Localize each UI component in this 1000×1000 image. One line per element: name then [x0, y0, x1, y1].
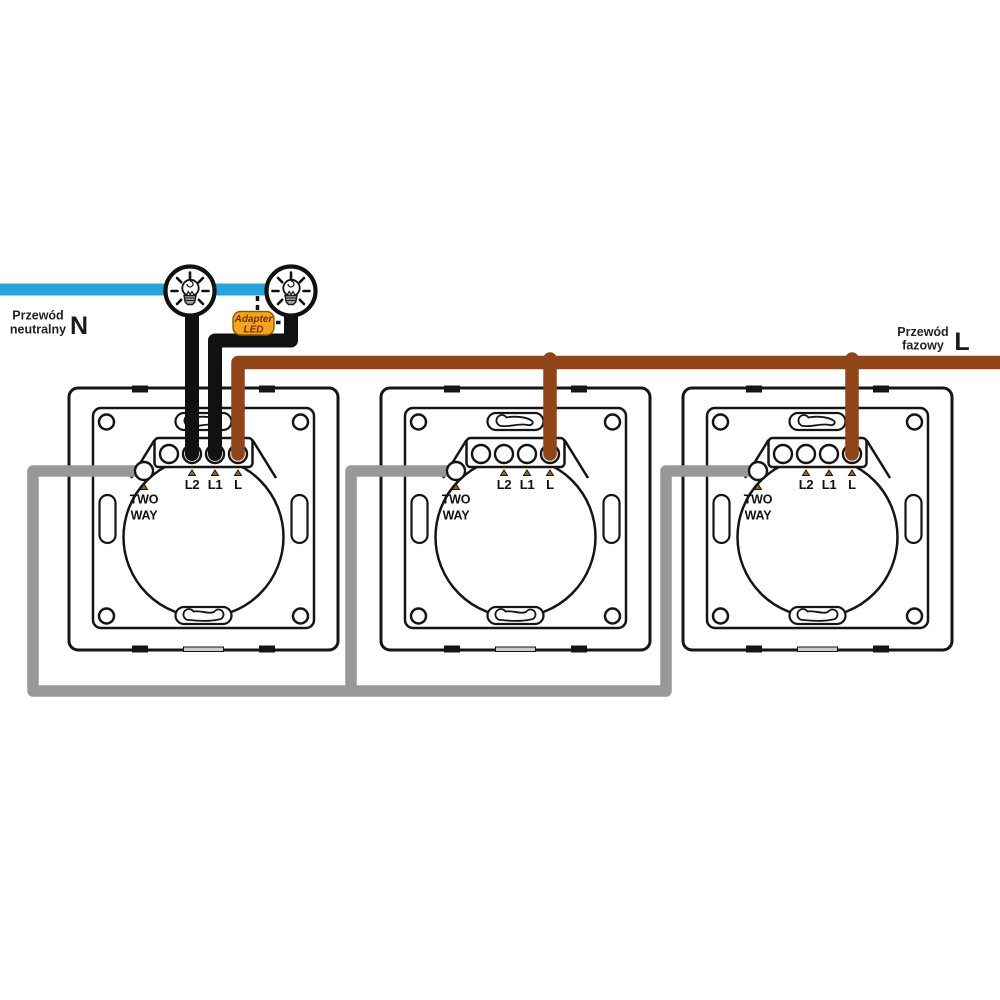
switch-2-labels: L2 L1 L TWO WAY: [442, 477, 555, 523]
lamp-wires: [185, 289, 298, 461]
terminal-label-l2: L2: [799, 477, 814, 492]
switch-module-3: [681, 384, 954, 654]
switch-1-labels: L2 L1 L TWO WAY: [130, 477, 243, 523]
two-way-label-line2: WAY: [443, 509, 471, 523]
neutral-symbol: N: [70, 312, 88, 340]
traveler-wires: [27, 465, 758, 697]
traveler-wire-branch: [345, 465, 456, 691]
led-adapter: Adapter LED: [232, 296, 290, 336]
terminal-label-l: L: [234, 477, 242, 492]
phase-label-line1: Przewód: [897, 325, 948, 339]
terminal-label-l: L: [546, 477, 554, 492]
two-way-label-line1: TWO: [130, 493, 159, 507]
adapter-box: [232, 310, 275, 336]
two-way-terminal-2: [445, 460, 467, 482]
terminal-label-l1: L1: [822, 477, 837, 492]
switch-modules: [67, 384, 954, 654]
terminal-label-l: L: [848, 477, 856, 492]
terminal-label-l2: L2: [185, 477, 200, 492]
adapter-label-line2: LED: [244, 325, 264, 336]
terminal-label-l1: L1: [208, 477, 223, 492]
two-way-terminal-1: [133, 460, 155, 482]
two-way-label-line1: TWO: [744, 493, 773, 507]
neutral-label: Przewód neutralny N: [10, 309, 88, 341]
switch-3-labels: L2 L1 L TWO WAY: [744, 477, 857, 523]
light-bulb-icon-1: [166, 267, 215, 316]
phase-wires: [231, 352, 1000, 461]
lamp-wire-2: [208, 289, 298, 461]
light-bulb-icon-2: [267, 267, 316, 316]
switch-module-1: [67, 384, 340, 654]
terminal-label-l1: L1: [520, 477, 535, 492]
two-way-terminal-3: [747, 460, 769, 482]
phase-wire-main: [231, 355, 1000, 461]
phase-symbol: L: [954, 328, 969, 356]
switch-module-2: [379, 384, 652, 654]
terminal-label-l2: L2: [497, 477, 512, 492]
adapter-label-line1: Adapter: [234, 314, 274, 325]
two-way-label-line1: TWO: [442, 493, 471, 507]
neutral-label-line1: Przewód: [12, 309, 63, 323]
phase-label-line2: fazowy: [902, 339, 944, 353]
two-way-label-line2: WAY: [745, 509, 773, 523]
phase-label: Przewód fazowy L: [897, 325, 969, 356]
two-way-label-line2: WAY: [131, 509, 159, 523]
neutral-label-line2: neutralny: [10, 323, 66, 337]
